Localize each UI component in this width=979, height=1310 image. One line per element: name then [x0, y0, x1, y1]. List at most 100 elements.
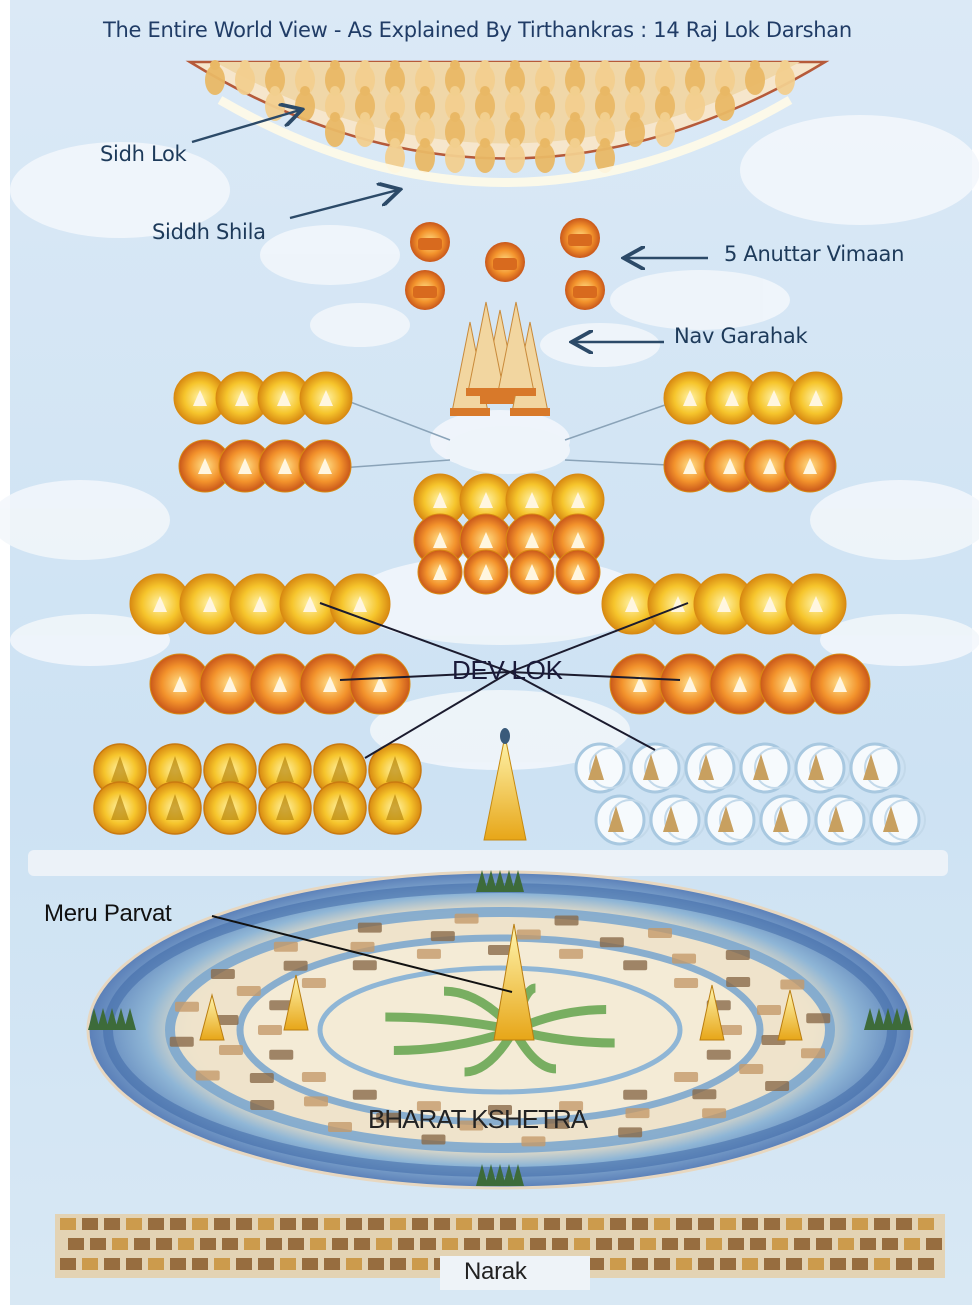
- narak-figure: [412, 1258, 428, 1270]
- kshetra-region: [250, 1073, 274, 1083]
- narak-figure: [610, 1258, 626, 1270]
- kshetra-region: [219, 1045, 243, 1055]
- narak-figure: [478, 1218, 494, 1230]
- narak-figure: [742, 1218, 758, 1230]
- label-anuttar-vimaan: 5 Anuttar Vimaan: [724, 242, 904, 266]
- narak-figure: [618, 1238, 634, 1250]
- narak-figure: [808, 1218, 824, 1230]
- narak-figure: [112, 1238, 128, 1250]
- narak-figure: [742, 1258, 758, 1270]
- narak-figure: [500, 1218, 516, 1230]
- narak-figure: [280, 1258, 296, 1270]
- narak-figure: [346, 1258, 362, 1270]
- narak-figure: [728, 1238, 744, 1250]
- narak-figure: [610, 1218, 626, 1230]
- kshetra-region: [284, 961, 308, 971]
- kshetra-region: [623, 960, 647, 970]
- kshetra-region: [600, 937, 624, 947]
- narak-figure: [288, 1238, 304, 1250]
- narak-figure: [698, 1218, 714, 1230]
- narak-figure: [896, 1258, 912, 1270]
- narak-figure: [178, 1238, 194, 1250]
- narak-figure: [60, 1218, 76, 1230]
- narak-figure: [456, 1218, 472, 1230]
- narak-figure: [222, 1238, 238, 1250]
- narak-figure: [632, 1258, 648, 1270]
- diagram-title: The Entire World View - As Explained By …: [103, 18, 852, 42]
- narak-figure: [258, 1258, 274, 1270]
- narak-figure: [192, 1258, 208, 1270]
- narak-figure: [266, 1238, 282, 1250]
- narak-figure: [332, 1238, 348, 1250]
- kshetra-region: [757, 1005, 781, 1015]
- narak-figure: [324, 1258, 340, 1270]
- narak-figure: [522, 1218, 538, 1230]
- narak-figure: [60, 1258, 76, 1270]
- kshetra-region: [806, 1013, 830, 1023]
- narak-figure: [918, 1258, 934, 1270]
- label-sidh-lok: Sidh Lok: [100, 142, 186, 166]
- narak-figure: [156, 1238, 172, 1250]
- narak-figure: [126, 1258, 142, 1270]
- narak-figure: [786, 1258, 802, 1270]
- kshetra-region: [692, 1089, 716, 1099]
- narak-figure: [368, 1218, 384, 1230]
- kshetra-region: [250, 1100, 274, 1110]
- narak-figure: [236, 1258, 252, 1270]
- label-meru-parvat: Meru Parvat: [44, 900, 171, 928]
- narak-figure: [170, 1218, 186, 1230]
- narak-figure: [486, 1238, 502, 1250]
- narak-figure: [134, 1238, 150, 1250]
- kshetra-region: [648, 928, 672, 938]
- kshetra-region: [739, 1064, 763, 1074]
- kshetra-region: [623, 1090, 647, 1100]
- narak-figure: [368, 1258, 384, 1270]
- label-nav-garahak: Nav Garahak: [674, 324, 807, 348]
- narak-figure: [354, 1238, 370, 1250]
- kshetra-region: [421, 1135, 445, 1145]
- narak-figure: [398, 1238, 414, 1250]
- kshetra-region: [358, 923, 382, 933]
- label-narak: Narak: [464, 1258, 527, 1286]
- narak-figure: [420, 1238, 436, 1250]
- narak-figure: [574, 1238, 590, 1250]
- kshetra-region: [353, 1090, 377, 1100]
- narak-figure: [508, 1238, 524, 1250]
- kshetra-region: [488, 945, 512, 955]
- narak-figure: [720, 1218, 736, 1230]
- narak-figure: [90, 1238, 106, 1250]
- narak-figure: [82, 1258, 98, 1270]
- kshetra-region: [780, 979, 804, 989]
- narak-figure: [214, 1258, 230, 1270]
- narak-figure: [918, 1218, 934, 1230]
- kshetra-region: [559, 949, 583, 959]
- narak-figure: [926, 1238, 942, 1250]
- narak-figure: [720, 1258, 736, 1270]
- narak-figure: [764, 1258, 780, 1270]
- kshetra-region: [726, 977, 750, 987]
- narak-figure: [816, 1238, 832, 1250]
- narak-figure: [808, 1258, 824, 1270]
- kshetra-region: [674, 1072, 698, 1082]
- narak-figure: [794, 1238, 810, 1250]
- narak-figure: [302, 1218, 318, 1230]
- kshetra-region: [801, 1048, 825, 1058]
- narak-figure: [632, 1218, 648, 1230]
- narak-figure: [764, 1218, 780, 1230]
- kshetra-region: [351, 942, 375, 952]
- narak-figure: [566, 1218, 582, 1230]
- narak-figure: [588, 1218, 604, 1230]
- narak-figure: [390, 1218, 406, 1230]
- narak-figure: [874, 1218, 890, 1230]
- narak-figure: [126, 1218, 142, 1230]
- narak-figure: [882, 1238, 898, 1250]
- kshetra-region: [269, 1050, 293, 1060]
- narak-figure: [200, 1238, 216, 1250]
- narak-figure: [676, 1258, 692, 1270]
- narak-figure: [258, 1218, 274, 1230]
- narak-figure: [104, 1218, 120, 1230]
- narak-figure: [104, 1258, 120, 1270]
- narak-figure: [860, 1238, 876, 1250]
- kshetra-region: [237, 986, 261, 996]
- narak-figure: [852, 1258, 868, 1270]
